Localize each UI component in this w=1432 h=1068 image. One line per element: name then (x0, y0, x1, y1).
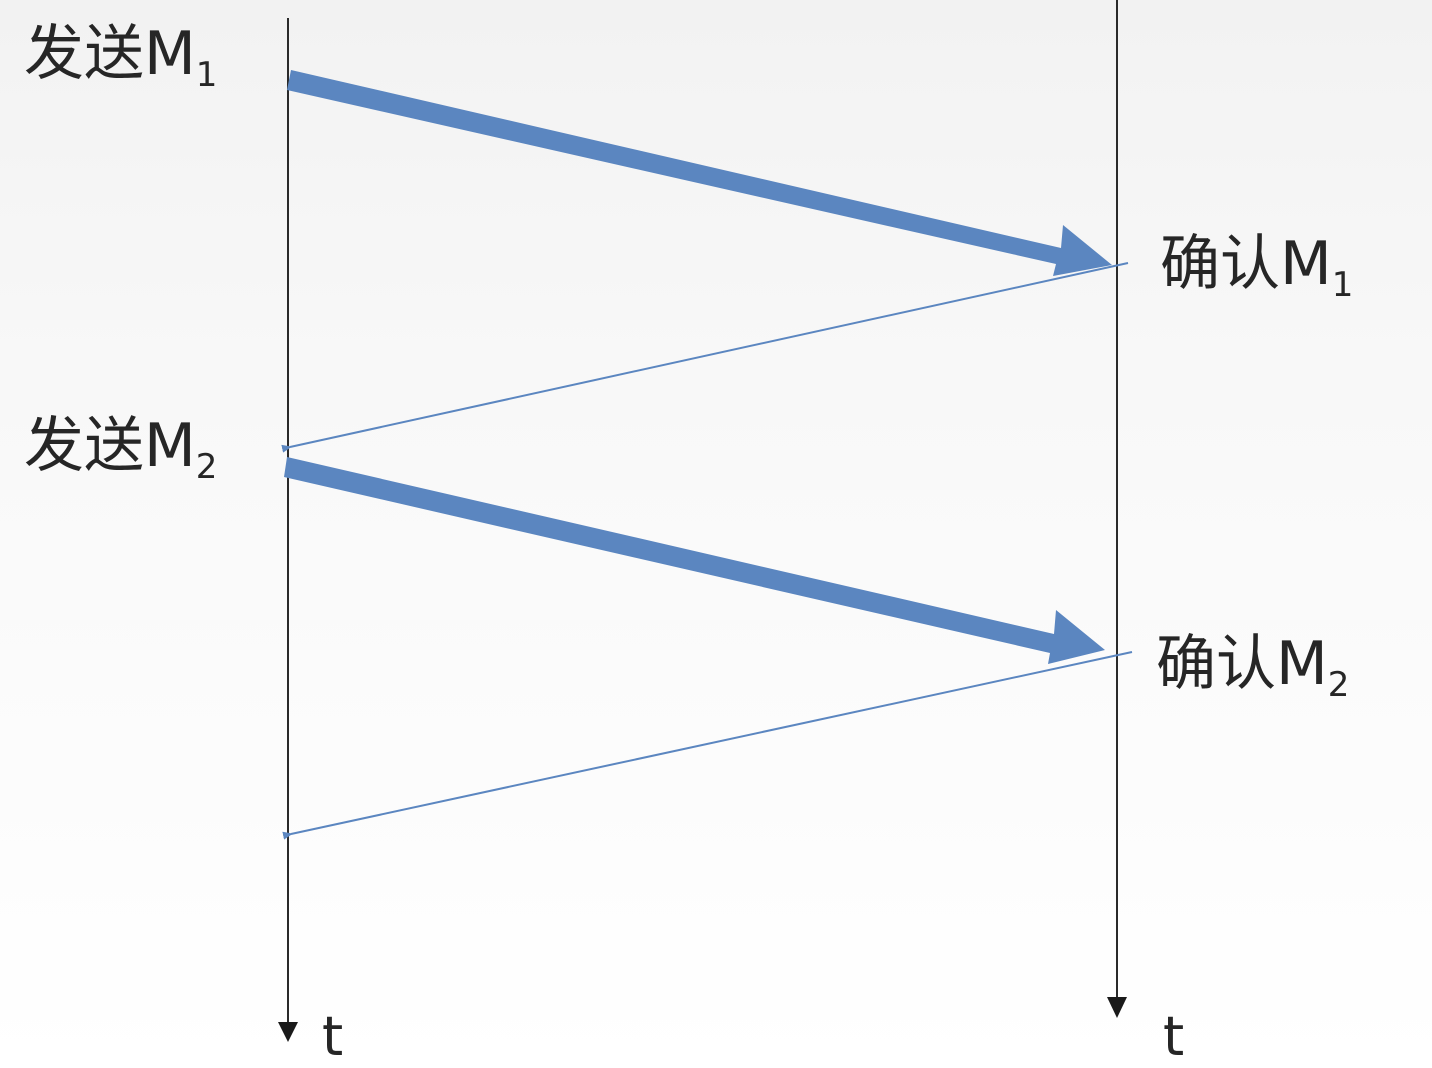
ack-m1-arrow (281, 262, 1129, 453)
ack-m2-subscript: 2 (1327, 665, 1350, 705)
ack-m2-arrow (282, 651, 1133, 840)
send-m1-subscript: 1 (195, 55, 218, 95)
ack-m2-label: 确认M2 (1156, 634, 1349, 702)
send-m2-text: 发送M (24, 411, 196, 481)
receiver-time-label: t (1163, 1005, 1185, 1068)
send-m2-label: 发送M2 (24, 416, 217, 484)
ack-m1-subscript: 1 (1331, 265, 1354, 305)
send-m2-subscript: 2 (195, 447, 218, 487)
send-m1-label: 发送M1 (24, 24, 217, 92)
message-m2-arrow (284, 457, 1105, 664)
send-m1-text: 发送M (24, 19, 196, 89)
ack-m1-label: 确认M1 (1160, 234, 1353, 302)
ack-m2-text: 确认M (1156, 629, 1328, 699)
sender-timeline-arrowhead (278, 1022, 298, 1042)
receiver-timeline-arrowhead (1107, 997, 1127, 1018)
sender-time-label: t (322, 1005, 344, 1068)
ack-m1-text: 确认M (1160, 229, 1332, 299)
message-m1-arrow (287, 70, 1112, 276)
